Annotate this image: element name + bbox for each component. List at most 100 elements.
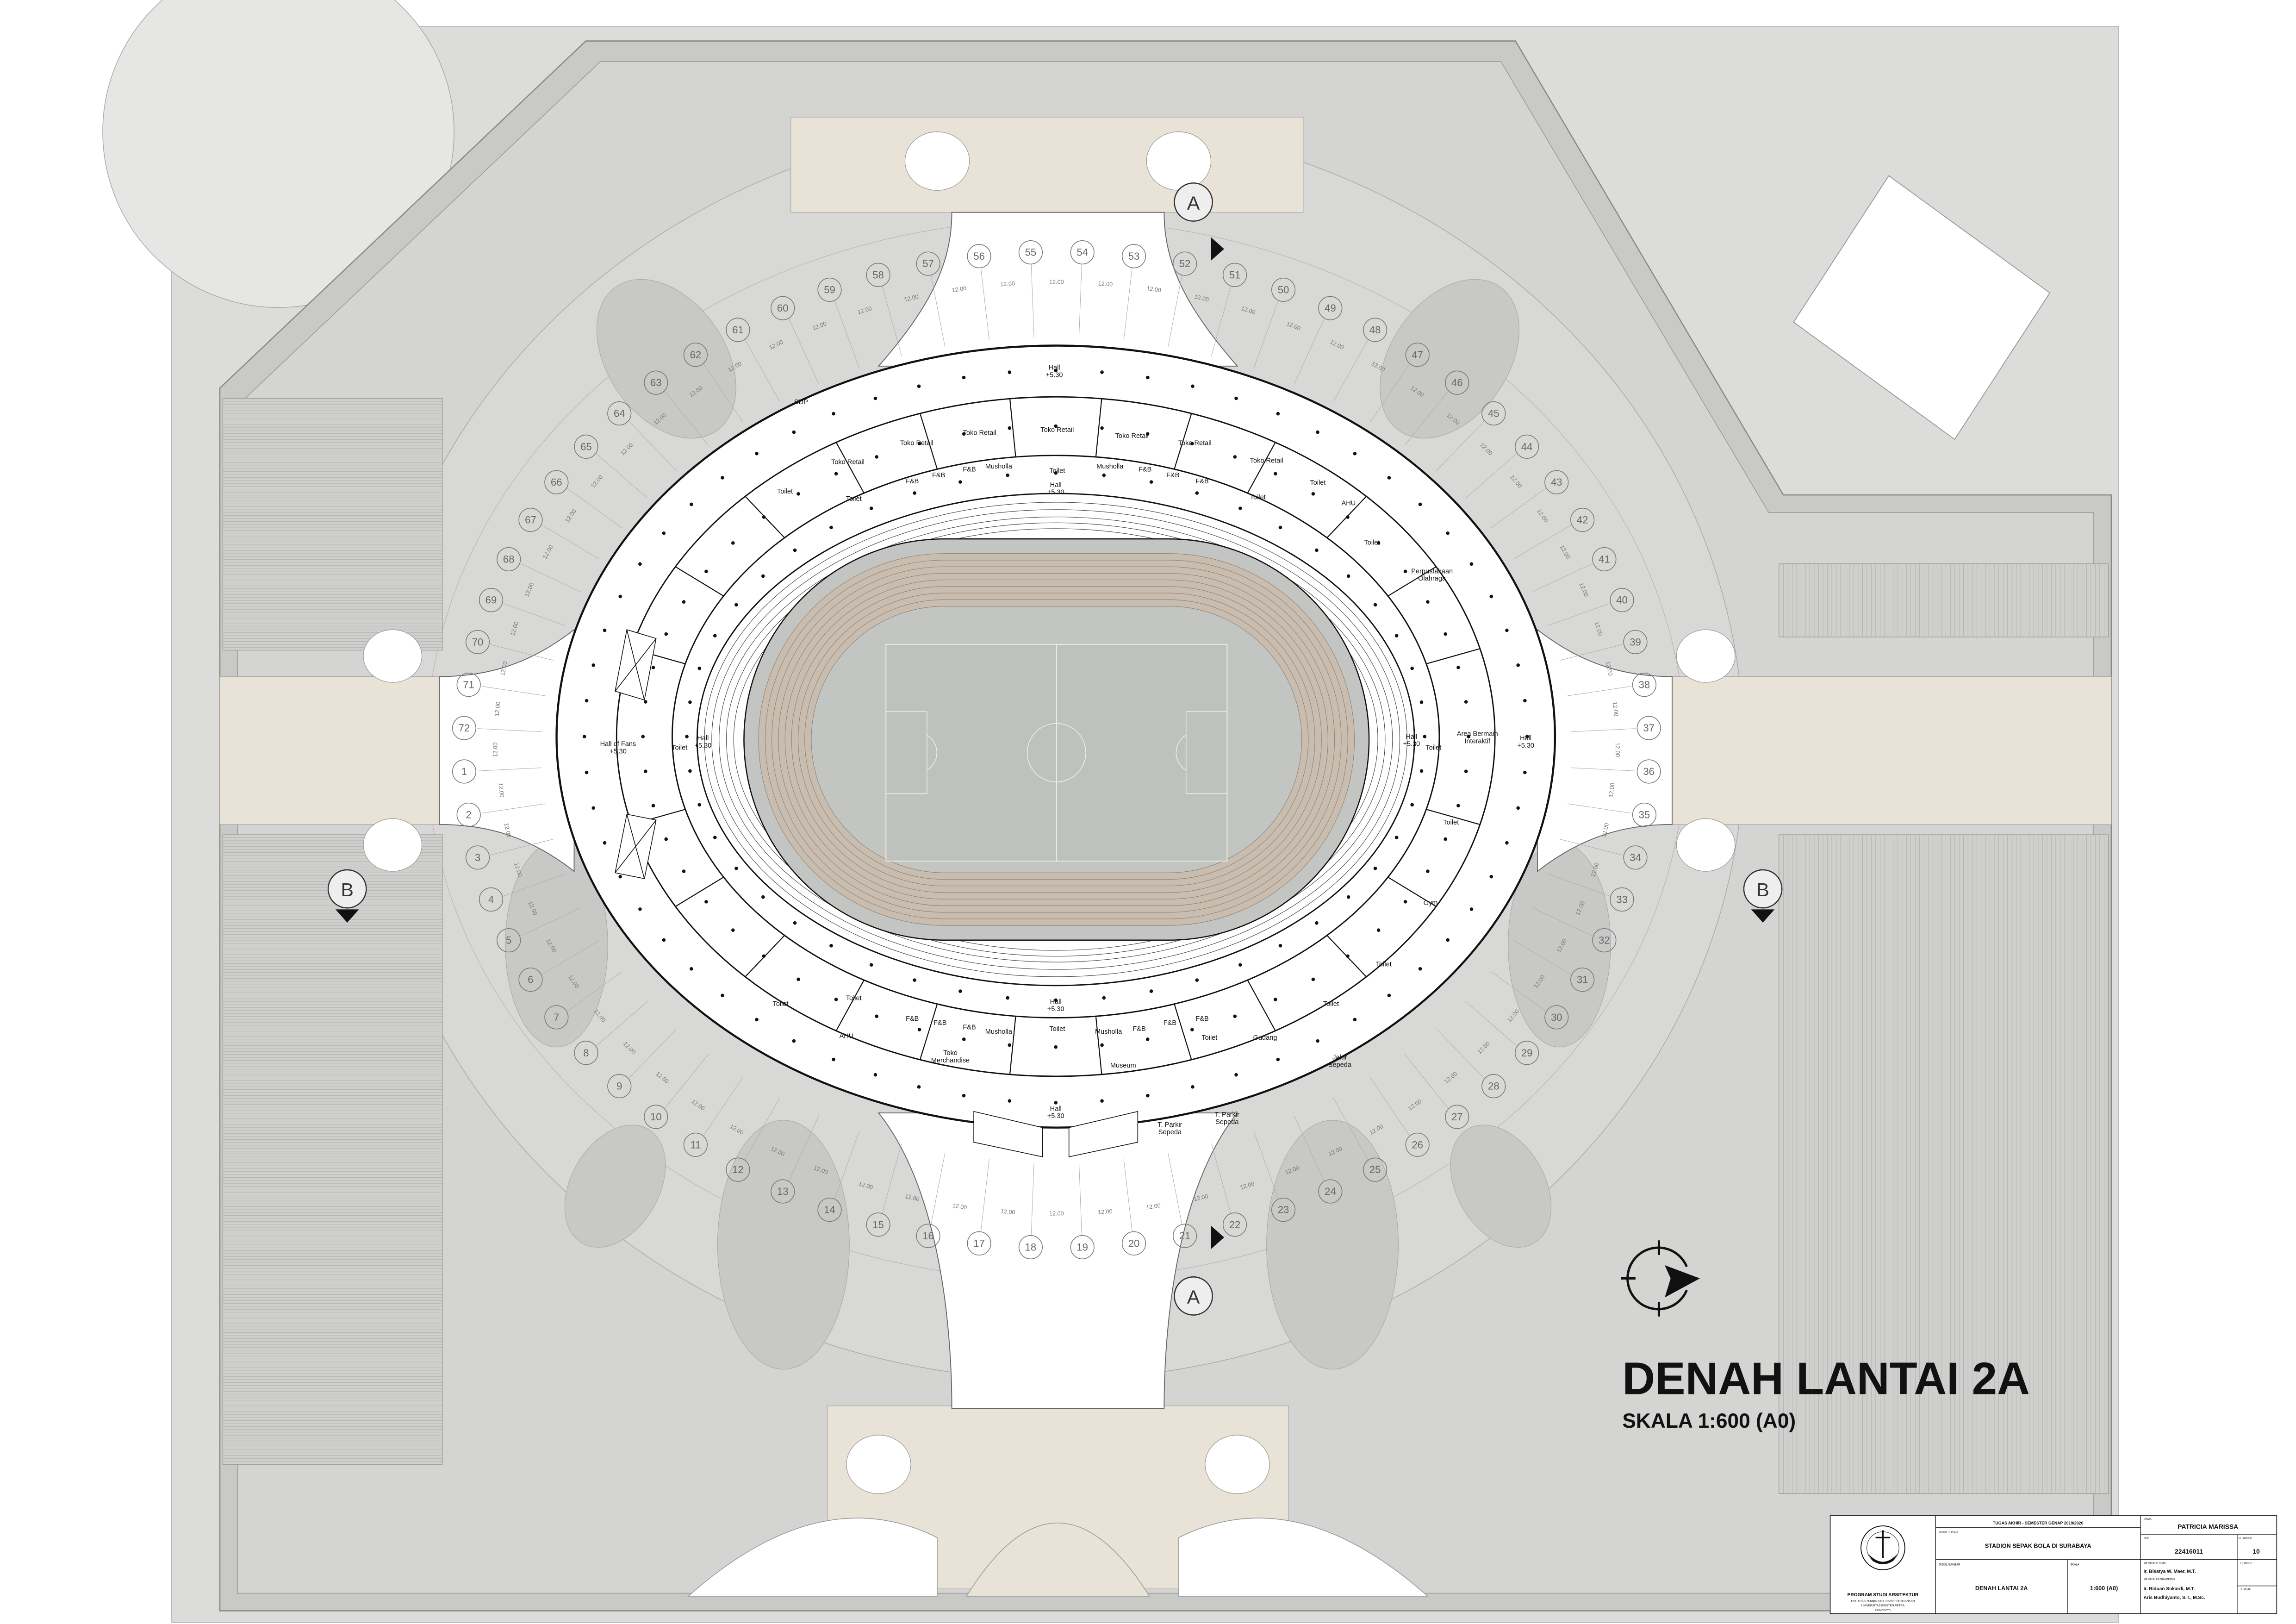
grid-bubble (1172, 1224, 1197, 1248)
grid-axis-label: 65 (580, 441, 592, 452)
field-markings (885, 644, 1228, 861)
grid-line (931, 275, 946, 347)
grid-bubble (574, 1041, 598, 1065)
column-dot (1469, 907, 1474, 911)
column-dot (1505, 628, 1509, 632)
grid-bubble (1570, 507, 1595, 532)
grid-axis-label: 3 (475, 852, 480, 863)
parking-left-top (222, 398, 443, 651)
dimension-label: 12.00 (1614, 743, 1621, 757)
column-dot (1191, 1085, 1195, 1089)
room-label: SDP (794, 399, 808, 406)
room-label: F&B (1132, 1025, 1145, 1033)
column-dot (958, 989, 962, 993)
partition-wall (1095, 1016, 1102, 1075)
column-dot (869, 506, 873, 510)
grid-bubble (916, 251, 940, 276)
room-label: Hall (1050, 998, 1062, 1006)
column-dot (793, 921, 797, 925)
grid-bubble (1271, 277, 1296, 302)
column-dot (603, 628, 607, 632)
column-dot (1426, 600, 1430, 604)
grid-axis-label: 48 (1369, 324, 1381, 336)
skala-label: SKALA (2070, 1563, 2079, 1566)
room-label: Area Bermain (1457, 731, 1498, 738)
column-dot (1505, 841, 1509, 845)
grid-bubble (817, 1198, 842, 1222)
room-label: F&B (1195, 478, 1208, 485)
partition-wall (1009, 1016, 1016, 1075)
partition-wall (1174, 1004, 1192, 1060)
column-dot (917, 442, 921, 445)
column-dot (603, 841, 607, 845)
room-label: Musholla (985, 463, 1013, 470)
column-dot (734, 603, 738, 607)
column-dot (591, 806, 596, 810)
grid-axis-label: 37 (1643, 722, 1655, 734)
grid-bubble (574, 434, 598, 459)
program-name: PROGRAM STUDI ARSITEKTUR (1848, 1593, 1919, 1598)
column-dot (1145, 1037, 1150, 1041)
column-dot (1274, 998, 1277, 1001)
grid-bubble (518, 507, 543, 532)
column-dot (704, 900, 708, 904)
grid-line (1567, 803, 1631, 814)
partition-wall (1009, 399, 1016, 457)
grid-line (1513, 525, 1571, 560)
column-dot (761, 895, 765, 899)
column-dot (1418, 967, 1422, 971)
grid-bubble (456, 673, 481, 697)
column-dot (1054, 998, 1058, 1002)
column-dot (721, 476, 724, 480)
column-dot (1190, 1028, 1194, 1031)
grid-axis-label: 28 (1488, 1081, 1500, 1092)
column-dot (1054, 424, 1058, 428)
track-lane (778, 573, 1335, 906)
grid-axis-label: 8 (583, 1047, 589, 1059)
grid-bubble (1481, 401, 1506, 426)
room-label: Perpustakaan (1411, 568, 1453, 575)
room-label: Toilet (846, 994, 862, 1002)
partition-wall (1247, 980, 1276, 1031)
grid-axis-label: 24 (1325, 1186, 1336, 1197)
grid-axis-label: 5 (506, 935, 511, 946)
section-marker-a-bottom: A (1174, 1225, 1224, 1316)
column-dot (1419, 700, 1424, 704)
room-label: F&B (1166, 472, 1179, 479)
grid-axis-label: 62 (690, 349, 702, 361)
track-lane (804, 599, 1309, 880)
column-dot (1233, 1014, 1237, 1018)
room-label: Toilet (1443, 819, 1459, 826)
column-dot (1516, 806, 1520, 810)
room-label: Toilet (846, 495, 862, 503)
room-label: F&B (932, 472, 945, 479)
judul-tugas-label: JUDUL TUGAS (1939, 1531, 1958, 1534)
column-dot (638, 907, 642, 911)
column-dot (1195, 978, 1199, 982)
room-label: Toko Retail (831, 459, 865, 466)
grid-line (665, 1054, 709, 1109)
column-dot (917, 1085, 921, 1089)
partition-wall (1388, 876, 1437, 907)
room-label: F&B (1139, 466, 1151, 474)
column-dot (1233, 455, 1237, 459)
grid-bubble (1592, 928, 1617, 953)
dimension-label: 12.00 (492, 743, 498, 757)
mentor-utama-label: MENTOR UTAMA (2143, 1562, 2165, 1565)
grid-line (834, 300, 860, 369)
grid-bubble (1623, 845, 1648, 870)
mentor-pendamping-label: MENTOR PENDAMPING (2143, 1578, 2175, 1581)
grid-bubble (1070, 1235, 1095, 1260)
grid-line (1294, 1116, 1325, 1181)
room-label: Toilet (672, 744, 687, 752)
column-dot (1489, 594, 1493, 599)
grid-axis-label: 58 (872, 269, 884, 281)
void-openings (615, 629, 1139, 1157)
bridge-east (1537, 629, 1673, 873)
grid-line (1253, 300, 1279, 369)
dimension-label: 12.00 (1098, 280, 1113, 287)
column-dot (688, 769, 692, 773)
grid-bubble (1632, 673, 1657, 697)
neighbor-building (1793, 175, 2051, 440)
grid-bubble (683, 343, 708, 367)
